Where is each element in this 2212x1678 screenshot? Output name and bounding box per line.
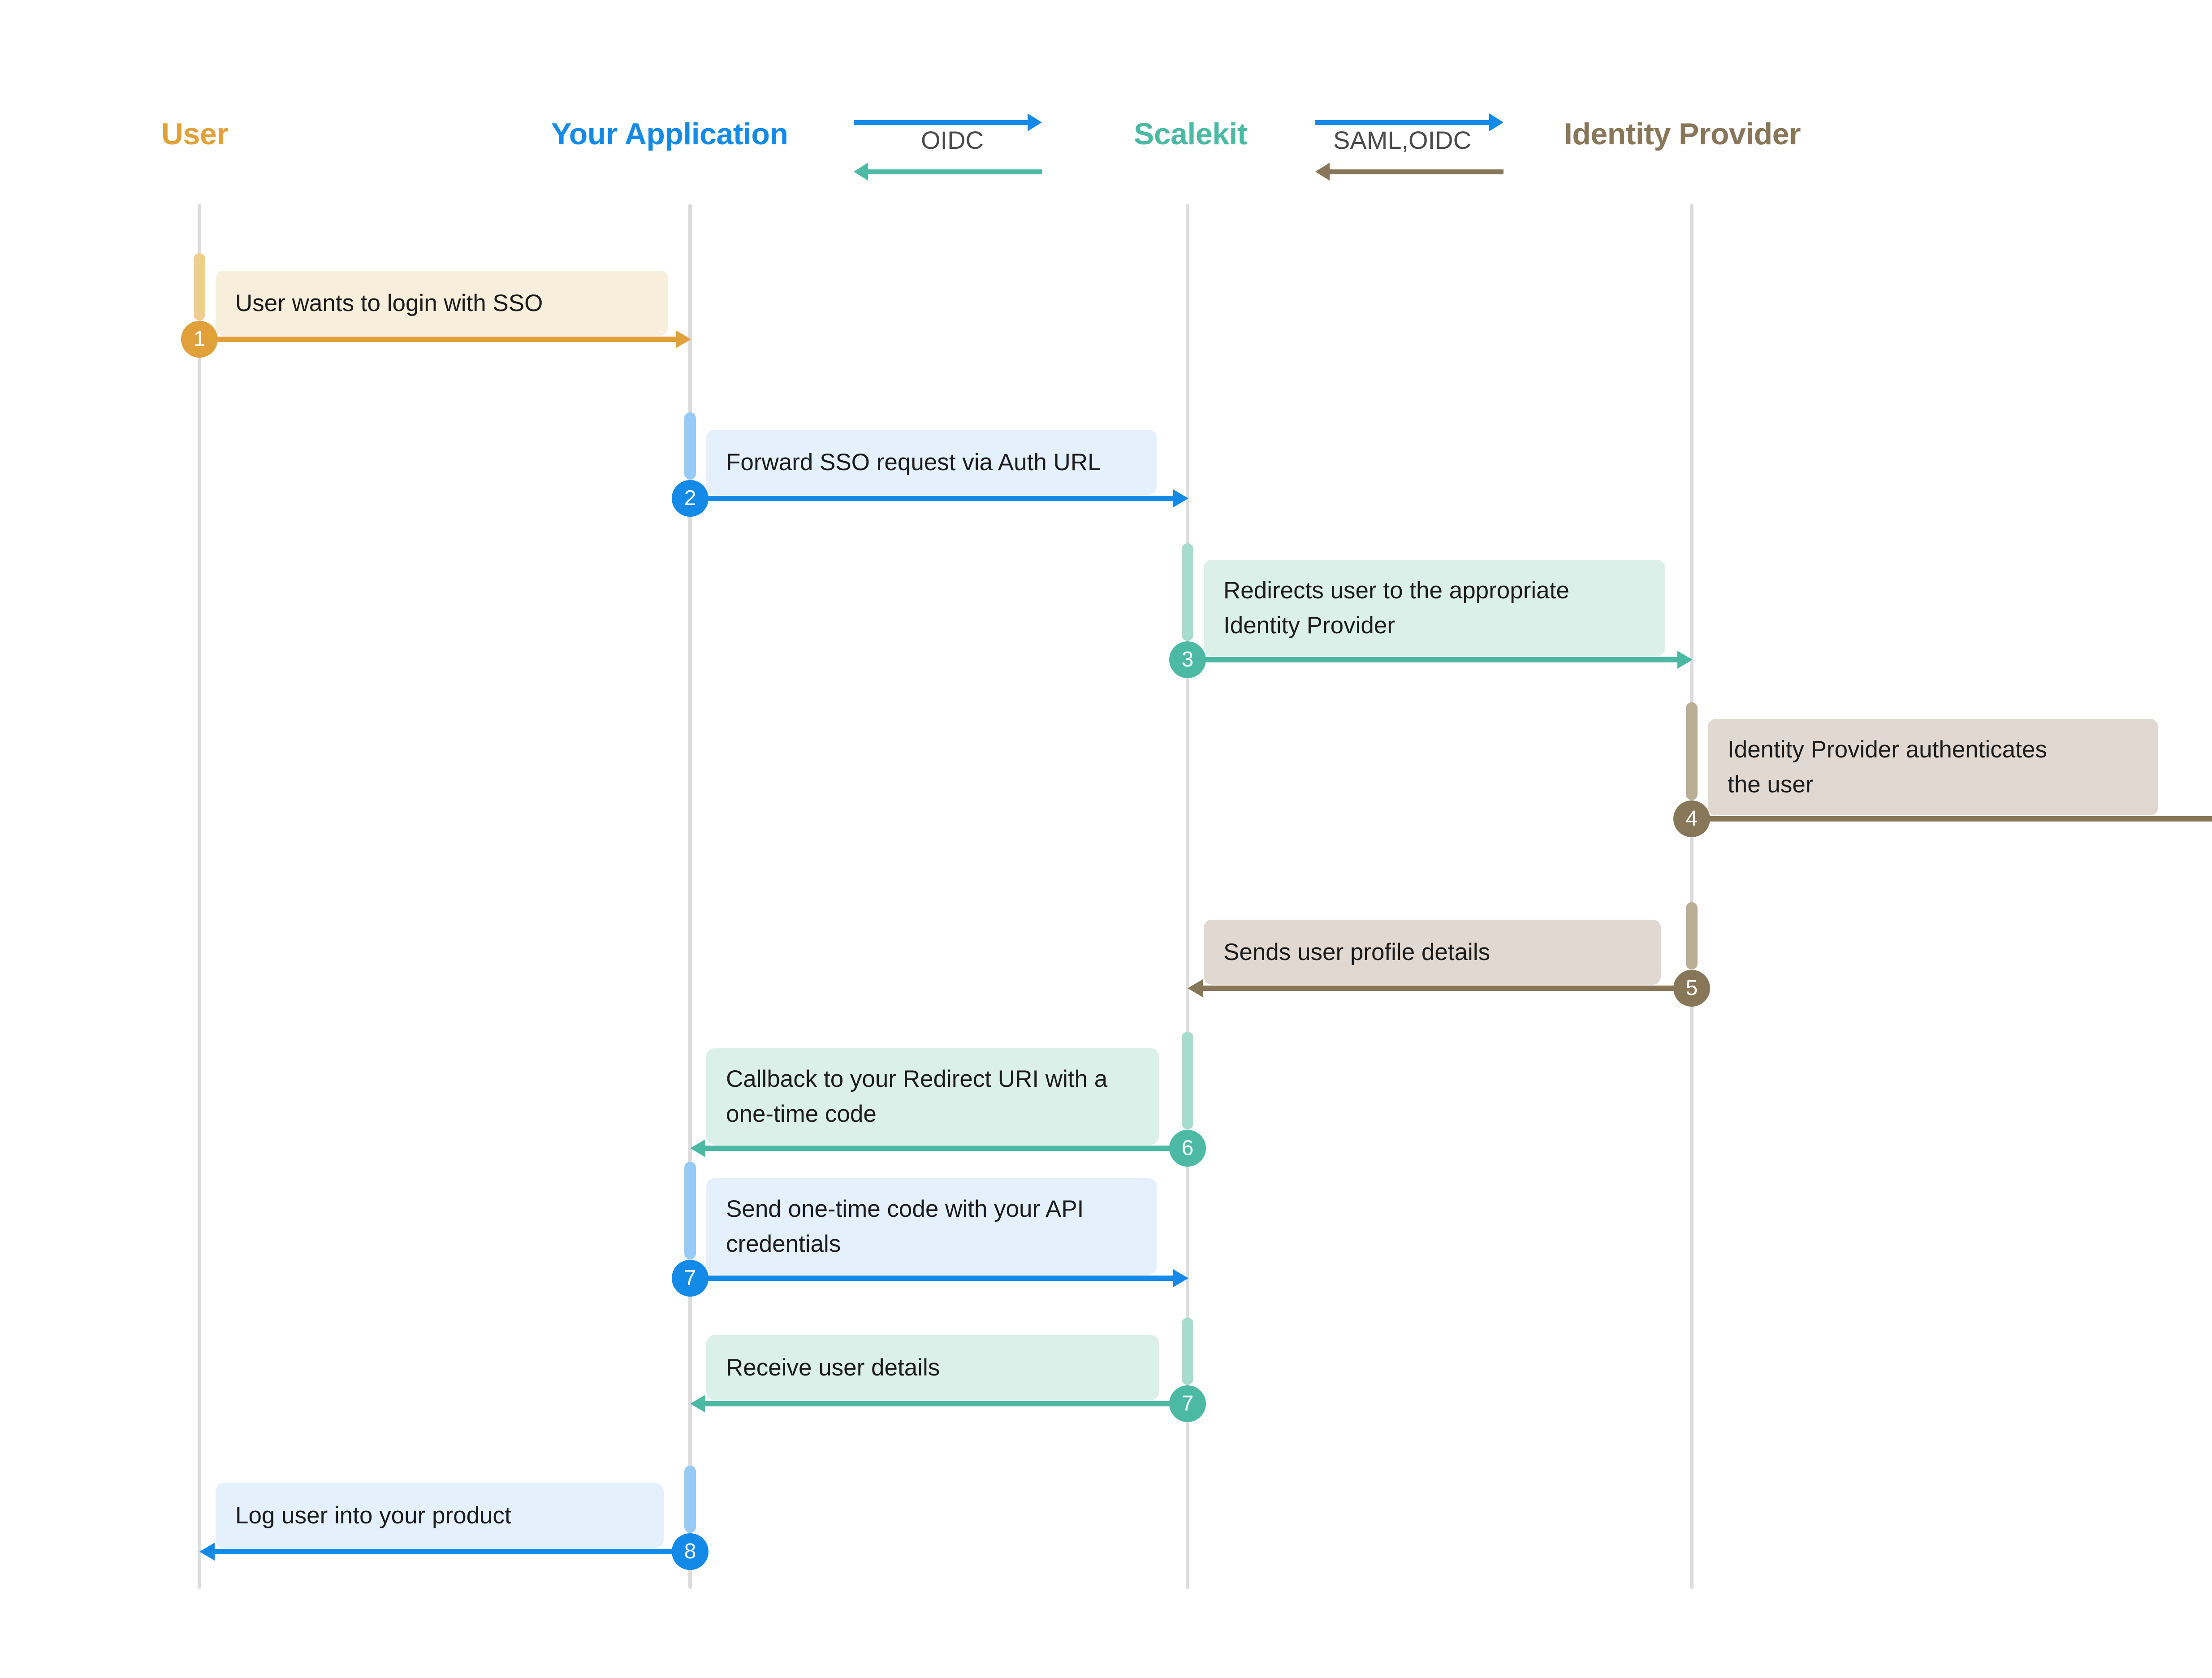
actor-label-idp: Identity Provider	[1564, 117, 1801, 151]
protocol-oidc-top-arrow-head	[1028, 113, 1042, 131]
message-line: Redirects user to the appropriate	[1223, 577, 1569, 604]
message-arrow-shaft	[1692, 816, 2212, 822]
step-badge-3-3[interactable]: 3	[1169, 641, 1206, 678]
message-arrow-step-2	[690, 489, 1188, 507]
message-arrow-step-6	[690, 1139, 1188, 1157]
message-box-step-8: Receive user details	[706, 1335, 1159, 1400]
activation-bar-step-4	[1686, 702, 1698, 800]
message-arrow-head	[676, 330, 691, 348]
protocol-saml-oidc-top-arrow-head	[1489, 113, 1503, 131]
protocol-saml-oidc-top-arrow	[1315, 112, 1503, 133]
message-line: Log user into your product	[235, 1502, 511, 1529]
message-line: Callback to your Redirect URI with a	[726, 1066, 1108, 1093]
message-arrow-head	[1173, 1269, 1188, 1287]
message-line: the user	[1728, 771, 1814, 798]
message-box-step-2: Forward SSO request via Auth URL	[706, 430, 1157, 495]
protocol-saml-oidc-bottom-arrow	[1315, 161, 1503, 182]
actor-label-scalekit: Scalekit	[1134, 117, 1248, 151]
protocol-oidc-bottom-arrow-head	[854, 163, 868, 181]
activation-bar-step-9	[684, 1466, 696, 1533]
message-line: Identity Provider authenticates	[1728, 736, 2047, 763]
protocol-label-oidc: OIDC	[921, 126, 984, 154]
message-line: Receive user details	[726, 1354, 940, 1381]
lifeline-scalekit	[1186, 204, 1189, 1589]
message-arrow-head	[690, 1395, 705, 1413]
protocol-oidc-top-arrow-shaft	[854, 120, 1028, 125]
message-arrow-head	[690, 1139, 705, 1157]
lifeline-app	[688, 204, 692, 1589]
message-arrow-shaft	[690, 496, 1174, 501]
message-line: credentials	[726, 1230, 841, 1257]
step-badge-5-5[interactable]: 5	[1673, 970, 1710, 1007]
message-arrow-step-7	[690, 1269, 1188, 1287]
lifeline-idp	[1690, 204, 1694, 1589]
message-box-step-6: Callback to your Redirect URI with a one-…	[706, 1048, 1159, 1145]
message-box-step-9: Log user into your product	[216, 1483, 664, 1548]
activation-bar-step-5	[1686, 902, 1698, 969]
protocol-oidc-top-arrow	[854, 112, 1042, 133]
message-line: Send one-time code with your API	[726, 1196, 1084, 1223]
step-badge-6-6[interactable]: 6	[1169, 1130, 1206, 1167]
message-line: User wants to login with SSO	[235, 290, 543, 316]
message-arrow-shaft	[199, 337, 677, 342]
message-line: one-time code	[726, 1100, 877, 1127]
message-arrow-step-9	[199, 1543, 690, 1561]
message-arrow-shaft	[690, 1276, 1174, 1281]
step-badge-2-2[interactable]: 2	[672, 480, 709, 517]
step-badge-7-8[interactable]: 7	[1169, 1385, 1206, 1422]
actor-label-user: User	[161, 117, 229, 151]
step-badge-7-7[interactable]: 7	[672, 1260, 709, 1297]
message-arrow-step-8	[690, 1395, 1188, 1413]
activation-bar-step-7	[684, 1162, 696, 1259]
message-box-step-1: User wants to login with SSO	[216, 271, 668, 336]
step-badge-8-9[interactable]: 8	[672, 1533, 709, 1570]
step-badge-1-1[interactable]: 1	[181, 321, 218, 358]
message-arrow-shaft	[704, 1146, 1188, 1151]
activation-bar-step-6	[1182, 1032, 1193, 1129]
message-arrow-step-4	[1692, 810, 2212, 828]
message-arrow-shaft	[213, 1549, 690, 1554]
message-arrow-shaft	[1188, 657, 1678, 662]
activation-bar-step-8	[1182, 1318, 1193, 1385]
protocol-saml-oidc-bottom-arrow-shaft	[1329, 169, 1503, 174]
activation-bar-step-3	[1182, 543, 1193, 641]
message-arrow-shaft	[1201, 986, 1692, 991]
message-arrow-step-1	[199, 330, 691, 348]
protocol-saml-oidc-top-arrow-shaft	[1315, 120, 1490, 125]
activation-bar-step-1	[194, 253, 205, 320]
protocol-label-saml-oidc: SAML,OIDC	[1333, 126, 1472, 154]
message-line: Sends user profile details	[1223, 938, 1491, 965]
message-box-step-5: Sends user profile details	[1204, 920, 1661, 985]
message-box-step-4: Identity Provider authenticates the user	[1708, 719, 2158, 815]
message-arrow-head	[1188, 979, 1203, 997]
activation-bar-step-2	[684, 412, 696, 480]
message-arrow-shaft	[704, 1401, 1188, 1406]
step-badge-4-4[interactable]: 4	[1673, 800, 1710, 837]
actor-label-app: Your Application	[551, 117, 788, 151]
message-arrow-head	[1173, 489, 1188, 507]
message-arrow-step-5	[1188, 979, 1692, 997]
message-line: Forward SSO request via Auth URL	[726, 449, 1101, 476]
protocol-saml-oidc-bottom-arrow-head	[1315, 163, 1330, 181]
message-arrow-head	[199, 1543, 215, 1561]
protocol-oidc-bottom-arrow	[854, 161, 1042, 182]
message-arrow-head	[1677, 651, 1693, 669]
message-arrow-step-3	[1188, 651, 1693, 669]
message-box-step-7: Send one-time code with your API credenti…	[706, 1178, 1157, 1275]
lifeline-user	[198, 204, 201, 1589]
protocol-oidc-bottom-arrow-shaft	[867, 169, 1042, 174]
message-line: Identity Provider	[1223, 612, 1395, 639]
